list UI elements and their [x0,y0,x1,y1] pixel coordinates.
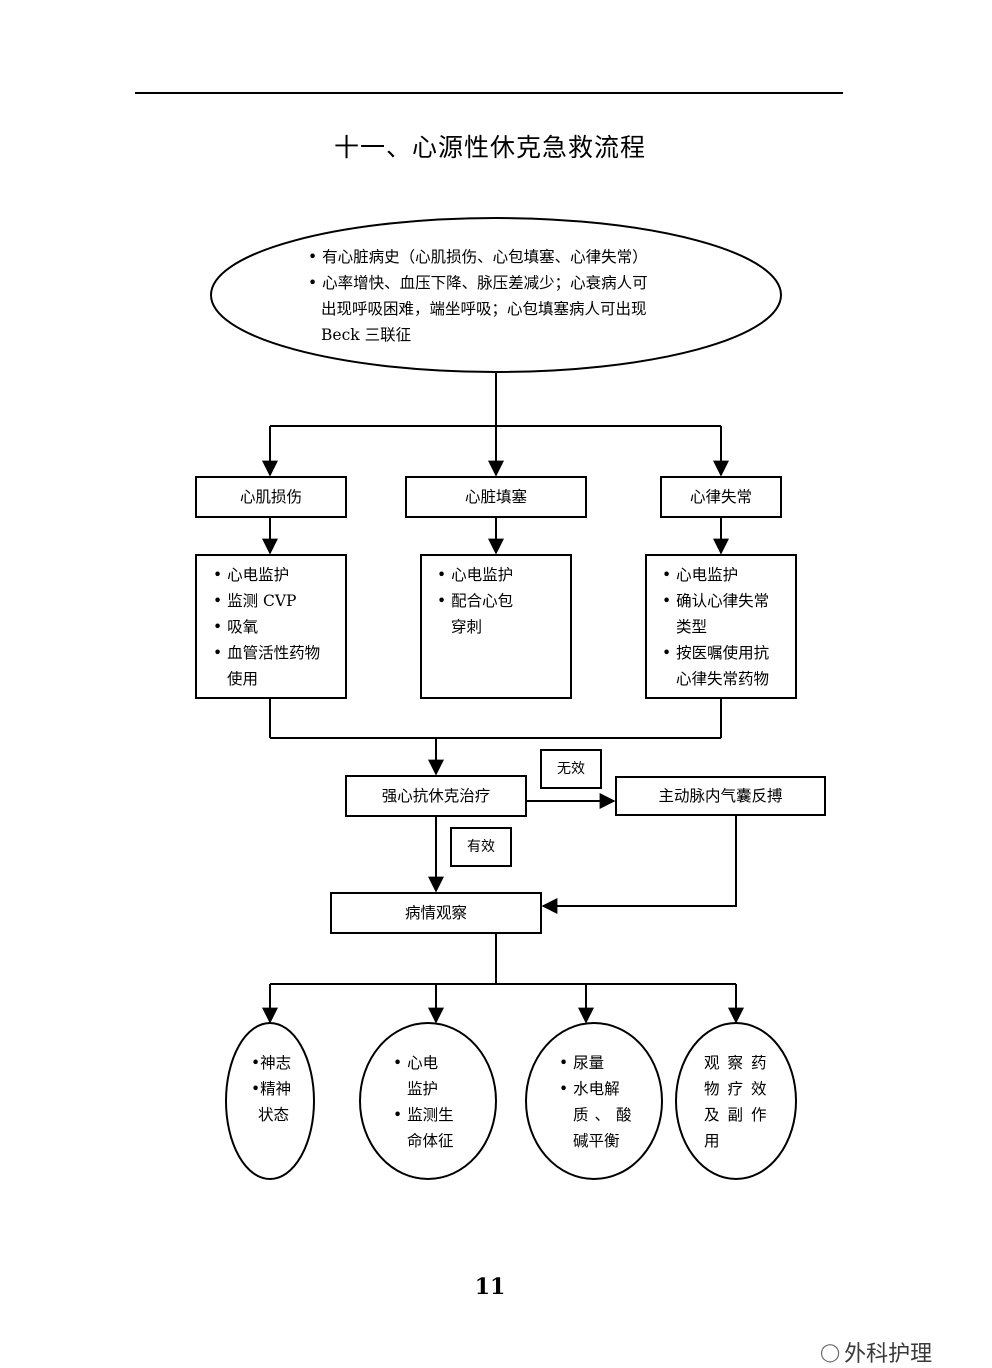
outcome-line: •神志 [251,1054,292,1072]
action-item: 心电监护 [213,562,289,588]
start-item: 心率增快、血压下降、脉压差减少；心衰病人可 [308,270,648,296]
outcome-line: 命体征 [407,1132,454,1150]
action-item: 按医嘱使用抗 [662,640,769,666]
justified-text: 监测生 [407,1106,454,1124]
invalid-label: 无效 [557,761,585,777]
action-item: 确认心律失常 [662,588,769,614]
outcome-line: 状态 [258,1106,290,1124]
outcome-line: 尿量 [559,1050,604,1076]
outcome-line: 碱平衡 [573,1132,620,1150]
start-item: Beck 三联征 [321,326,412,344]
outcome-line: •精神 [251,1080,292,1098]
action-item: 心律失常药物 [676,670,770,688]
outcome-ellipse-4 [675,1022,797,1180]
action-item: 血管活性药物 [213,640,320,666]
valid-label-box [450,827,512,867]
branch-label-tamponade: 心脏填塞 [464,488,527,506]
action-item: 类型 [676,618,708,636]
action-item: 心电监护 [662,562,738,588]
outcome-line: 观察药 [704,1054,775,1072]
outcome-line: 质、酸 [573,1106,638,1124]
iabp-to-observe-path [541,815,737,914]
page-number: 11 [474,1274,506,1300]
action-item: 心电监护 [437,562,513,588]
outcome-line: 用 [704,1132,720,1150]
action-item: 使用 [227,670,259,688]
start-item: 出现呼吸困难，端坐呼吸；心包填塞病人可出现 [321,300,647,318]
branch-label-myocardial: 心肌损伤 [239,488,302,506]
outcome-line: 心电 [393,1050,438,1076]
outcome-line: 物疗效 [704,1080,775,1098]
outcome-line: 及副作 [704,1106,775,1124]
branch-label-arrhythmia: 心律失常 [689,488,752,506]
page-title: 十一、心源性休克急救流程 [333,133,646,162]
chat-bubble-icon: ◯ [820,1341,841,1363]
observe-label: 病情观察 [404,904,467,922]
treatment-label: 强心抗休克治疗 [381,787,491,805]
watermark-text: 外科护理 [844,1342,933,1367]
outcome-ellipse-2 [359,1022,497,1180]
outcome-line: 监测生 [393,1102,471,1128]
invalid-label-box [540,749,602,789]
action-box-tamponade [420,554,572,699]
watermark: ◯ 外科护理 [820,1336,932,1368]
valid-label: 有效 [467,839,495,855]
outcome-line: 监护 [407,1080,439,1098]
action-item: 穿刺 [451,618,483,636]
action-item: 配合心包 [437,588,513,614]
outcome-ellipse-1 [225,1022,315,1180]
outcome-ellipse-3 [525,1022,663,1180]
start-item: 有心脏病史（心肌损伤、心包填塞、心律失常） [308,244,648,270]
iabp-box [615,776,826,816]
action-item: 吸氧 [213,614,258,640]
outcome-line: 水电解 [559,1076,620,1102]
iabp-label: 主动脉内气囊反搏 [658,787,783,805]
action-item: 监测 CVP [213,588,296,614]
observe-box [330,892,542,934]
